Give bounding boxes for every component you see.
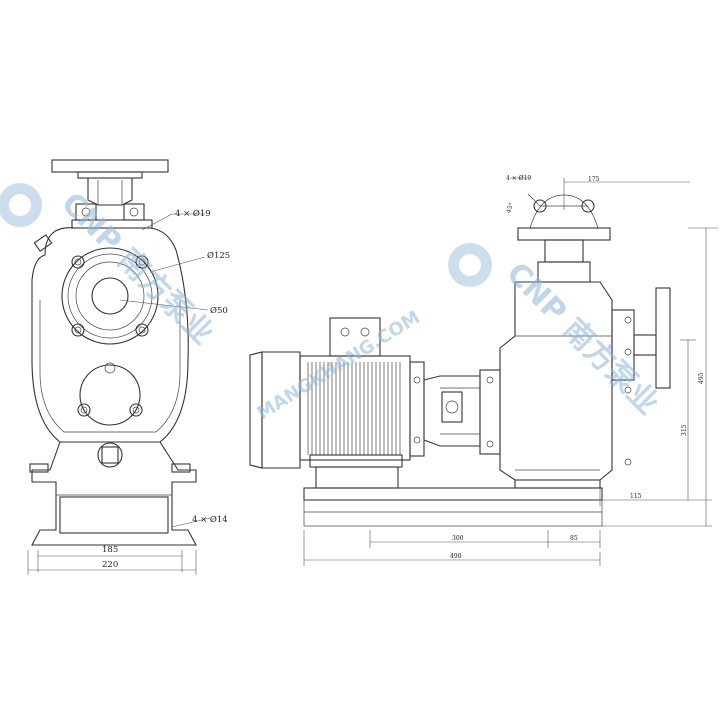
watermark-layer: CNP 南方泵业 CNP 南方泵业 MANGKHANG.COM <box>0 183 665 424</box>
cnp-logo-right <box>448 243 492 287</box>
base-offset-label: 115 <box>630 493 642 500</box>
total-length-label: 490 <box>450 553 462 560</box>
flange-holes-label: 4 × Ø19 <box>506 175 531 182</box>
front-view: 4 × Ø19 Ø125 Ø50 4 × Ø14 185 220 <box>27 159 230 575</box>
foot-end-label: 85 <box>570 535 578 542</box>
shaft-height-label: 315 <box>681 424 688 436</box>
foot-spacing-label: 300 <box>452 535 464 542</box>
outlet-diameter-label: Ø125 <box>207 250 230 261</box>
motor-fins <box>307 362 401 455</box>
front-bolt-holes-label: 4 × Ø19 <box>175 208 211 219</box>
foot-holes-label: 4 × Ø14 <box>192 514 228 525</box>
side-view: 4 × Ø19 45° 175 495 315 115 300 85 490 <box>249 175 718 566</box>
base-inner-width-label: 185 <box>102 545 118 555</box>
cnp-logo-left <box>0 183 42 227</box>
site-watermark: MANGKHANG.COM <box>254 307 424 424</box>
base-total-width-label: 220 <box>102 560 118 570</box>
inlet-diameter-label: Ø50 <box>210 305 228 316</box>
brand-watermark-right: CNP 南方泵业 <box>499 256 665 422</box>
total-height-label: 495 <box>698 372 705 384</box>
flange-angle-label: 45° <box>505 202 515 214</box>
top-offset-label: 175 <box>588 176 600 183</box>
